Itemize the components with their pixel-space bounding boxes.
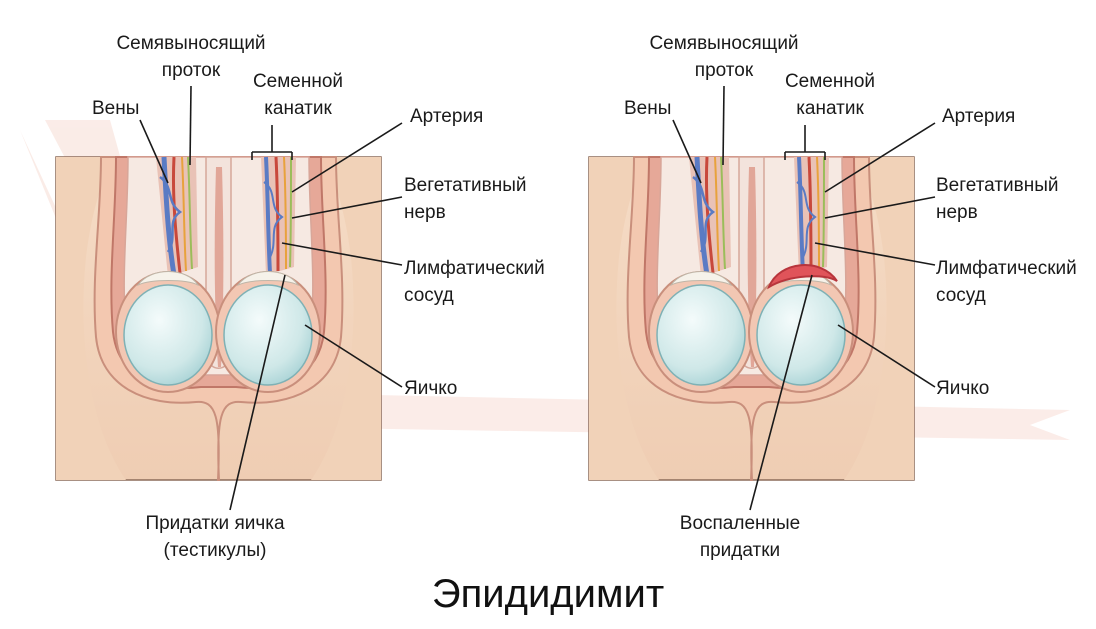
diagram-panel-left	[56, 157, 381, 480]
label-line: Семенной канатик	[252, 71, 344, 119]
label-veins-right: Вены	[624, 98, 672, 119]
label-lymph-left: Лимфатический сосуд	[404, 255, 545, 309]
label-line: Лимфатический сосуд	[404, 258, 545, 306]
diagram-panel-right	[589, 157, 914, 480]
label-epididymis-right: Воспаленные придатки	[680, 510, 800, 564]
label-line: Воспаленные придатки	[679, 513, 801, 561]
label-line: Лимфатический сосуд	[936, 258, 1077, 306]
label-line: Семенной канатик	[784, 71, 876, 119]
label-spermatic-cord-left: Семенной канатик	[253, 68, 343, 122]
label-line: Семявыносящий проток	[649, 33, 799, 81]
label-lymph-right: Лимфатический сосуд	[936, 255, 1077, 309]
label-testis-right: Яичко	[936, 378, 990, 399]
label-spermatic-cord-right: Семенной канатик	[785, 68, 875, 122]
label-artery-left: Артерия	[410, 106, 484, 127]
label-vas-deferens-right: Семявыносящий проток	[649, 30, 798, 84]
label-vas-deferens-left: Семявыносящий проток	[116, 30, 265, 84]
label-testis-left: Яичко	[404, 378, 458, 399]
diagram-caption: Эпидидимит	[431, 572, 665, 616]
label-line: Вегетативный нерв	[404, 175, 527, 223]
label-artery-right: Артерия	[942, 106, 1016, 127]
leader-lines-right	[672, 85, 936, 511]
label-veins-left: Вены	[92, 98, 140, 119]
inflamed-epididymis	[767, 264, 838, 290]
label-line: Придатки яичка (тестикулы)	[145, 513, 285, 561]
leader-lines-left	[139, 85, 403, 511]
label-epididymis-left: Придатки яичка (тестикулы)	[145, 510, 284, 564]
label-line: Вегетативный нерв	[936, 175, 1059, 223]
label-nerve-right: Вегетативный нерв	[936, 172, 1059, 226]
label-nerve-left: Вегетативный нерв	[404, 172, 527, 226]
label-line: Семявыносящий проток	[116, 33, 266, 81]
